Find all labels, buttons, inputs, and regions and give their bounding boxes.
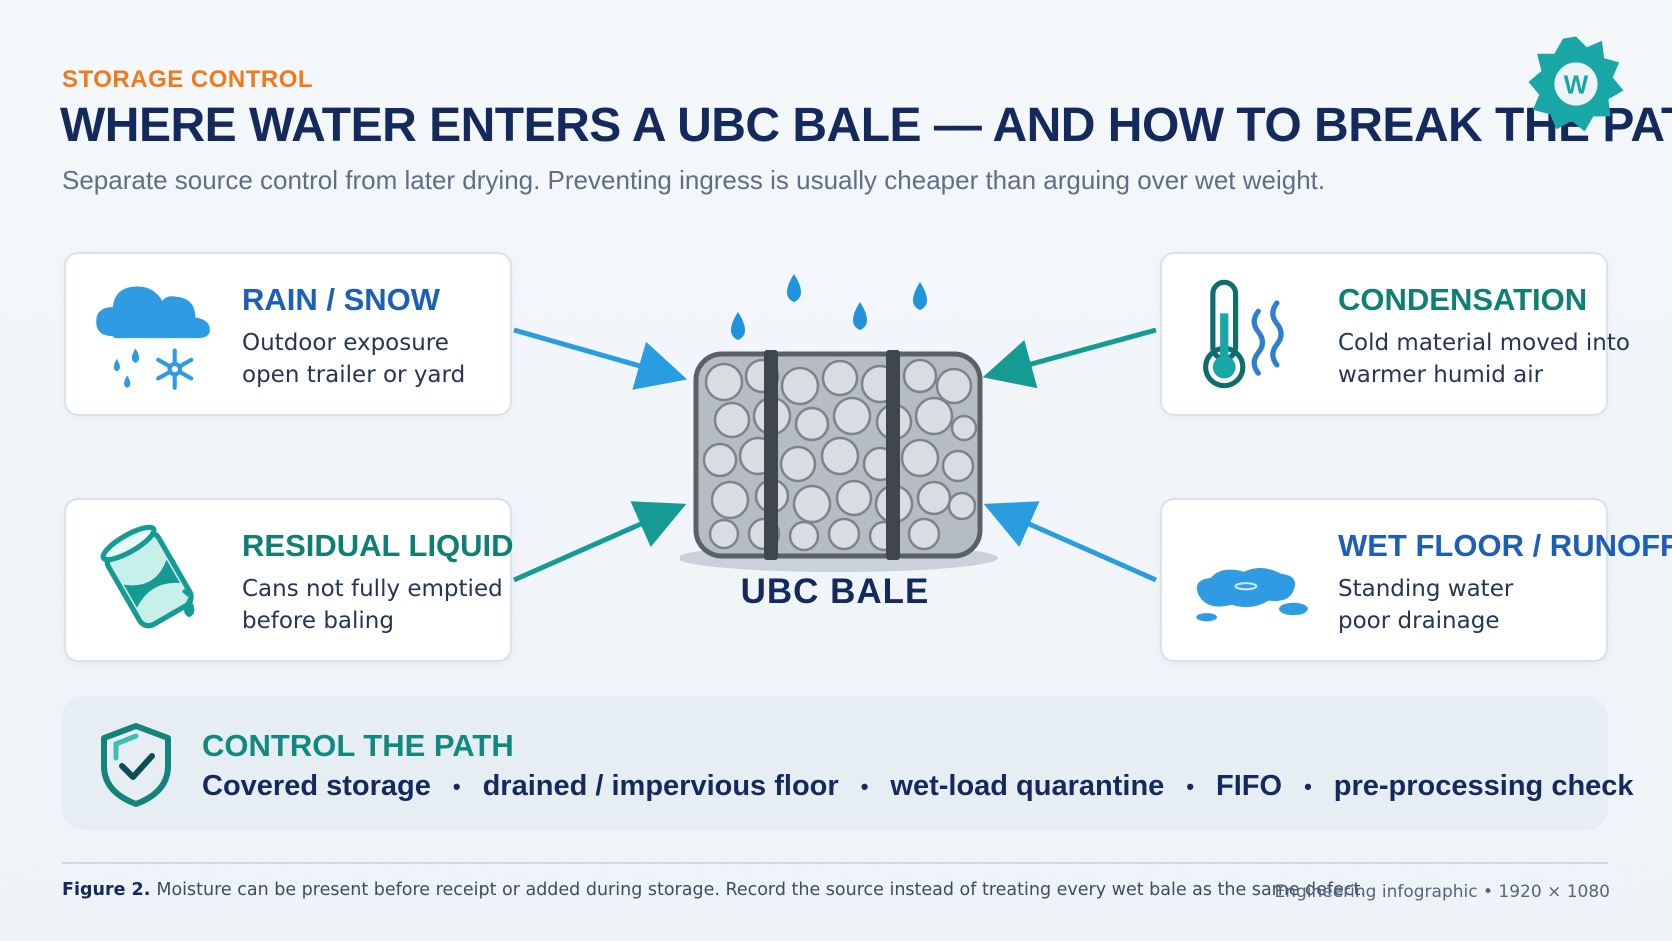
residual-line-1: Cans not fully emptied (242, 576, 503, 602)
control-path-panel: CONTROL THE PATH Covered storage • drain… (62, 696, 1634, 830)
rain-line-2: open trailer or yard (242, 362, 466, 388)
control-separator: • (860, 773, 869, 799)
arrow-rain (513, 327, 688, 390)
floor-title: WET FLOOR / RUNOFF (1338, 528, 1672, 563)
control-separator: • (1186, 773, 1195, 799)
floor-line-1: Standing water (1338, 576, 1514, 602)
source-card-floor: WET FLOOR / RUNOFF Standing water poor d… (1160, 498, 1672, 662)
svg-text:W: W (1564, 72, 1589, 100)
water-drop-2 (787, 274, 801, 302)
shield-check-icon (101, 723, 171, 807)
control-measures-list: Covered storage • drained / impervious f… (202, 770, 1634, 803)
source-card-condensation: CONDENSATION Cold material moved into wa… (1160, 252, 1630, 416)
water-drop-3 (853, 302, 867, 330)
source-card-residual: RESIDUAL LIQUID Cans not fully emptied b… (64, 498, 514, 662)
control-item: pre-processing check (1333, 770, 1634, 802)
source-card-rain: RAIN / SNOW Outdoor exposure open traile… (64, 252, 512, 416)
water-drop-1 (731, 312, 745, 340)
cloud-rain-snow-icon (96, 286, 210, 390)
figure-caption: Figure 2.Moisture can be present before … (62, 880, 1366, 900)
puddle-icon (1196, 568, 1308, 622)
water-drop-4 (913, 282, 927, 310)
brand-logo-icon: W (1528, 36, 1624, 132)
arrow-floor (983, 501, 1158, 583)
control-item: wet-load quarantine (890, 770, 1165, 802)
eyebrow-label: STORAGE CONTROL (62, 66, 314, 93)
arrow-residual (512, 501, 687, 583)
control-item: FIFO (1216, 770, 1283, 802)
rain-title: RAIN / SNOW (242, 282, 441, 317)
condensation-line-1: Cold material moved into (1338, 330, 1630, 356)
footer-divider (62, 862, 1608, 864)
page-title: WHERE WATER ENTERS A UBC BALE — AND HOW … (60, 99, 1672, 152)
condensation-line-2: warmer humid air (1338, 362, 1544, 388)
ubc-bale-illustration (680, 274, 998, 572)
rain-line-1: Outdoor exposure (242, 330, 449, 356)
control-separator: • (452, 773, 461, 799)
caption-text: Moisture can be present before receipt o… (156, 880, 1366, 900)
figure-label: Figure 2. (62, 880, 151, 900)
leaking-can-icon (100, 524, 195, 629)
control-title: CONTROL THE PATH (202, 728, 514, 763)
residual-title: RESIDUAL LIQUID (242, 528, 514, 563)
thermometer-icon (1203, 279, 1284, 389)
arrow-condensation (982, 327, 1157, 389)
condensation-title: CONDENSATION (1338, 282, 1588, 317)
floor-line-2: poor drainage (1338, 608, 1500, 634)
bale-label: UBC BALE (740, 572, 930, 611)
page-subtitle: Separate source control from later dryin… (62, 165, 1326, 195)
control-item: Covered storage (202, 770, 431, 802)
control-separator: • (1304, 773, 1312, 799)
figure-meta: Engineering infographic • 1920 × 1080 (1274, 882, 1610, 902)
residual-line-2: before baling (242, 608, 394, 634)
control-item: drained / impervious floor (482, 770, 839, 802)
